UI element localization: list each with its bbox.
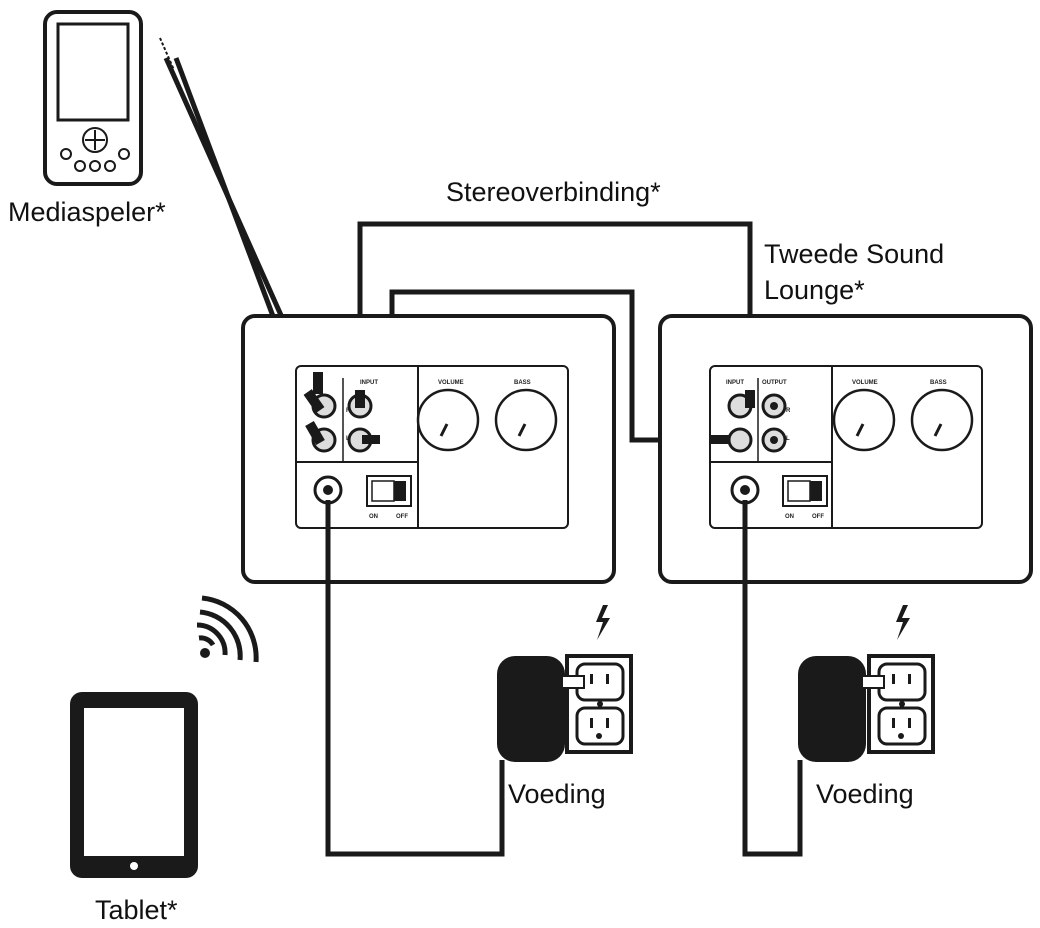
power-label-left: Voeding — [508, 779, 606, 809]
off-label-right: OFF — [812, 514, 824, 520]
power-label-right: Voeding — [816, 779, 914, 809]
speaker-panel-left: INPUT R L ON OFF VOLUME BASS — [241, 314, 616, 584]
bass-label-right: BASS — [930, 380, 947, 386]
power-outlet-icon — [565, 654, 633, 754]
on-label: ON — [369, 514, 378, 520]
power-adapter-icon — [497, 656, 585, 762]
speaker-panel-right: INPUT OUTPUT R L ON OFF VOLUME BASS — [658, 314, 1033, 584]
second-speaker-label-line2: Lounge* — [764, 275, 865, 305]
lightning-icon — [596, 605, 610, 640]
power-adapter-icon — [798, 656, 885, 762]
bass-label: BASS — [514, 380, 531, 386]
volume-label-right: VOLUME — [852, 380, 878, 386]
volume-label: VOLUME — [438, 380, 464, 386]
power-cables — [325, 500, 803, 857]
input-label: INPUT — [360, 380, 378, 386]
stereo-link-label: Stereoverbinding* — [446, 177, 661, 207]
power-adapter-left — [497, 605, 633, 762]
input-label-right: INPUT — [726, 380, 744, 386]
tablet-icon — [70, 692, 198, 878]
r-label-right: R — [786, 408, 791, 414]
tablet-label: Tablet* — [95, 895, 178, 925]
second-speaker-label-line1: Tweede Sound — [764, 239, 945, 269]
r-label: R — [346, 408, 351, 414]
l-label-right: L — [786, 436, 790, 442]
output-label-right: OUTPUT — [762, 380, 787, 386]
off-label: OFF — [396, 514, 408, 520]
wireless-signal-icon — [196, 595, 259, 663]
media-player-label: Mediaspeler* — [8, 197, 166, 227]
on-label-right: ON — [785, 514, 794, 520]
media-player-icon — [43, 10, 143, 186]
power-adapter-right — [798, 605, 935, 762]
lightning-icon — [896, 605, 910, 640]
power-outlet-icon — [867, 654, 935, 754]
